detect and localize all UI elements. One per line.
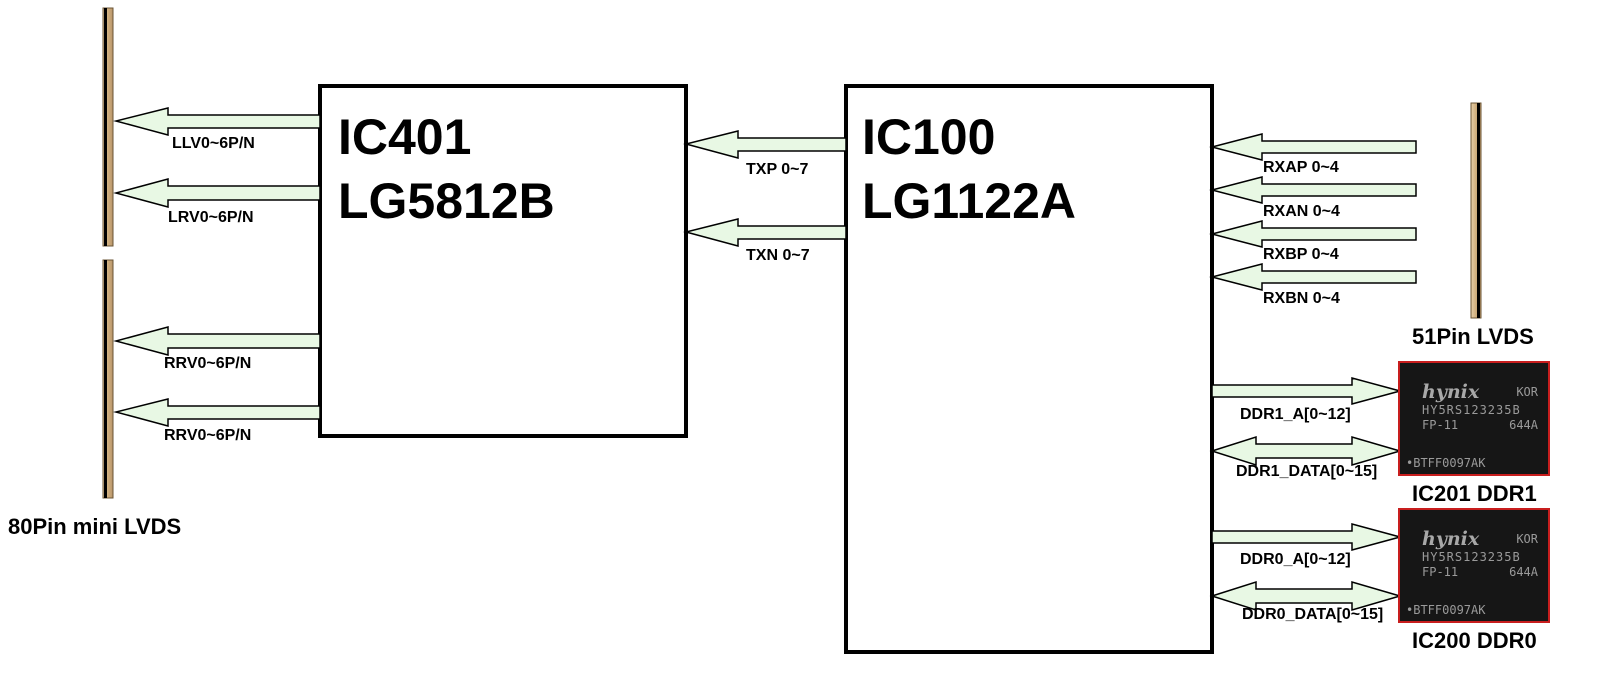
right-connector xyxy=(1471,103,1481,318)
ddr1-label: IC201 DDR1 xyxy=(1412,483,1537,505)
ddr1-grade: FP-11 xyxy=(1422,418,1458,432)
ddr0-origin: KOR xyxy=(1516,532,1538,546)
signal-rrv-lower: RRV0~6P/N xyxy=(164,428,251,444)
signal-ddr0-data: DDR0_DATA[0~15] xyxy=(1242,607,1383,623)
signal-rxbn: RXBN 0~4 xyxy=(1263,291,1340,307)
ddr0-date-code: 644A xyxy=(1509,565,1538,579)
ic401-ref: IC401 xyxy=(338,112,471,162)
ddr0-brand: hynix xyxy=(1422,528,1479,550)
signal-rxap: RXAP 0~4 xyxy=(1263,160,1339,176)
ddr0-lot: •BTFF0097AK xyxy=(1406,603,1485,617)
arrow-txn xyxy=(686,219,846,246)
signal-ddr1-a: DDR1_A[0~12] xyxy=(1240,407,1351,423)
signal-txp: TXP 0~7 xyxy=(746,162,808,178)
ic100-part: LG1122A xyxy=(862,176,1076,226)
arrow-rxbp xyxy=(1212,221,1416,247)
right-connector-label: 51Pin LVDS xyxy=(1412,326,1534,348)
ddr1-part-no: HY5RS123235B xyxy=(1422,403,1521,417)
arrow-rrv-lower xyxy=(116,399,320,426)
signal-lrv: LRV0~6P/N xyxy=(168,210,254,226)
ddr1-lot: •BTFF0097AK xyxy=(1406,456,1485,470)
arrow-ddr1-data xyxy=(1212,437,1400,465)
signal-ddr1-data: DDR1_DATA[0~15] xyxy=(1236,464,1377,480)
signal-txn: TXN 0~7 xyxy=(746,248,810,264)
ddr1-origin: KOR xyxy=(1516,385,1538,399)
ddr0-label: IC200 DDR0 xyxy=(1412,630,1537,652)
left-connector xyxy=(103,8,113,498)
arrow-ddr0-a xyxy=(1212,524,1400,550)
signal-rxan: RXAN 0~4 xyxy=(1263,204,1340,220)
ddr1-date-code: 644A xyxy=(1509,418,1538,432)
arrow-rrv-upper xyxy=(116,327,320,355)
left-connector-label: 80Pin mini LVDS xyxy=(8,516,181,538)
arrow-rxan xyxy=(1212,177,1416,203)
arrow-llv xyxy=(116,108,320,135)
ddr0-part-no: HY5RS123235B xyxy=(1422,550,1521,564)
signal-ddr0-a: DDR0_A[0~12] xyxy=(1240,552,1351,568)
arrow-ddr1-a xyxy=(1212,378,1400,404)
ic100-box xyxy=(846,86,1212,652)
arrow-lrv xyxy=(116,179,320,207)
ddr1-brand: hynix xyxy=(1422,381,1479,403)
arrow-txp xyxy=(686,131,846,158)
ddr0-grade: FP-11 xyxy=(1422,565,1458,579)
signal-llv: LLV0~6P/N xyxy=(172,136,255,152)
ic100-ref: IC100 xyxy=(862,112,995,162)
arrow-rxbn xyxy=(1212,264,1416,290)
signal-rxbp: RXBP 0~4 xyxy=(1263,247,1339,263)
ddr0-chip: hynix KOR HY5RS123235B FP-11 644A •BTFF0… xyxy=(1398,508,1550,623)
arrow-rxap xyxy=(1212,134,1416,160)
ic401-part: LG5812B xyxy=(338,176,555,226)
signal-rrv-upper: RRV0~6P/N xyxy=(164,356,251,372)
ddr1-chip: hynix KOR HY5RS123235B FP-11 644A •BTFF0… xyxy=(1398,361,1550,476)
